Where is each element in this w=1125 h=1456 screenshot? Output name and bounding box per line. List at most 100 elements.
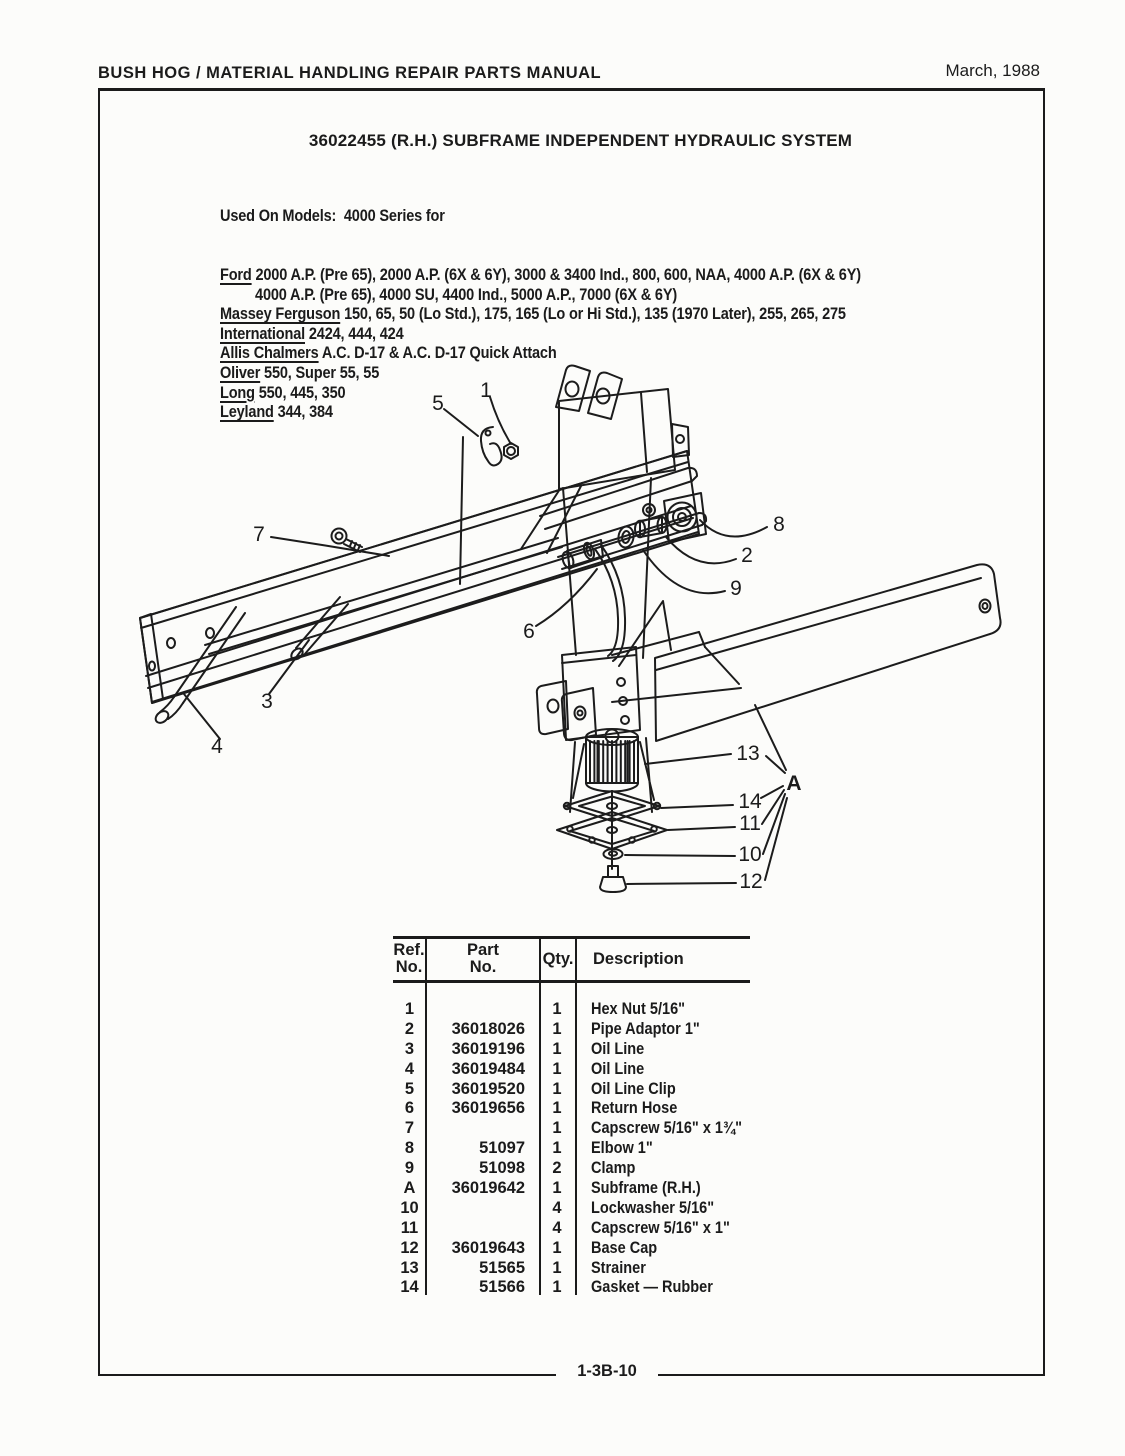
- callout-A: A: [786, 772, 801, 795]
- page-title: 36022455 (R.H.) SUBFRAME INDEPENDENT HYD…: [308, 131, 853, 150]
- cell-part: 51566: [479, 1278, 525, 1297]
- bracket-lug: [587, 371, 623, 420]
- table-col-rule: [539, 937, 541, 1295]
- cell-part: 51097: [479, 1139, 525, 1158]
- model-brand: Long: [220, 382, 255, 402]
- callout-8: 8: [773, 513, 785, 536]
- callout-7: 7: [253, 523, 265, 546]
- cell-ref: 2: [404, 1019, 415, 1038]
- cell-part: 36019643: [451, 1238, 525, 1257]
- table-row: 11 4 Capscrew 5/16" x 1": [393, 1219, 750, 1239]
- cell-qty: 1: [552, 1238, 562, 1257]
- table-header-rule: [393, 980, 750, 983]
- cell-qty: 4: [552, 1198, 562, 1217]
- col-header-ref: Ref.No.: [393, 941, 425, 976]
- cell-desc: Elbow 1": [591, 1139, 653, 1158]
- cell-ref: 14: [400, 1278, 419, 1297]
- cell-ref: 1: [404, 1000, 415, 1018]
- cell-ref: 8: [404, 1139, 415, 1158]
- cell-qty: 1: [552, 1119, 562, 1138]
- gusset: [618, 600, 672, 667]
- cell-ref: 11: [400, 1218, 419, 1237]
- hex-nut-part: [503, 442, 519, 460]
- callout-9: 9: [730, 577, 742, 600]
- col-header-qty: Qty.: [542, 950, 574, 968]
- table-row: 8 51097 1 Elbow 1": [393, 1139, 750, 1159]
- cell-part: 36019520: [451, 1079, 525, 1098]
- models-list: Used On Models: 4000 Series for Ford 200…: [220, 167, 1041, 461]
- model-line: Long 550, 445, 350: [220, 382, 346, 402]
- small-bolt: [642, 503, 656, 517]
- cell-desc: Gasket — Rubber: [591, 1278, 713, 1297]
- cell-part: 36019484: [451, 1059, 525, 1078]
- cell-part: 36019656: [451, 1099, 525, 1118]
- model-brand: Oliver: [220, 362, 261, 382]
- callout-4: 4: [211, 735, 223, 758]
- model-lines: Ford 2000 A.P. (Pre 65), 2000 A.P. (6X &…: [220, 265, 1041, 422]
- fittings: [617, 492, 707, 549]
- cell-ref: 9: [404, 1159, 415, 1178]
- cell-qty: 1: [552, 1278, 562, 1297]
- cell-ref: 12: [400, 1238, 419, 1257]
- cell-desc: Oil Line: [591, 1039, 645, 1058]
- model-brand: Ford: [220, 264, 252, 284]
- cell-ref: 5: [404, 1079, 415, 1098]
- channel-beam: [139, 450, 700, 704]
- table-top-rule: [393, 936, 750, 939]
- callout-10: 10: [738, 843, 761, 866]
- cell-ref: 10: [400, 1198, 419, 1217]
- callout-1: 1: [480, 379, 492, 402]
- clamp-part: [582, 541, 596, 561]
- cell-desc: Return Hose: [591, 1099, 678, 1118]
- model-brand: Allis Chalmers: [220, 343, 319, 363]
- cell-ref: A: [403, 1179, 416, 1198]
- cell-desc: Lockwasher 5/16": [591, 1198, 715, 1217]
- cell-qty: 1: [552, 1000, 562, 1018]
- cell-qty: 1: [552, 1139, 562, 1158]
- capscrew12-part: [599, 865, 627, 893]
- cell-part: 51098: [479, 1159, 525, 1178]
- callout-5: 5: [432, 392, 444, 415]
- capscrew-part: [330, 527, 348, 545]
- callout-14: 14: [738, 790, 762, 813]
- model-brand: International: [220, 323, 306, 343]
- mount-plate: [535, 646, 641, 742]
- cell-desc: Capscrew 5/16" x 1": [591, 1218, 730, 1237]
- cell-ref: 7: [404, 1119, 415, 1138]
- cell-qty: 1: [552, 1079, 562, 1098]
- cell-desc: Capscrew 5/16" x 1¾": [591, 1119, 743, 1138]
- leader-lines: [183, 396, 788, 885]
- oil-line-clip-part: [479, 426, 503, 467]
- gasket-part: [562, 790, 662, 822]
- table-row: 7 1 Capscrew 5/16" x 1¾": [393, 1119, 750, 1139]
- cell-qty: 1: [552, 1099, 562, 1118]
- loose-hardware: [330, 426, 519, 585]
- lockwasher-part: [602, 848, 624, 860]
- cell-part: 36019642: [451, 1179, 525, 1198]
- cell-desc: Pipe Adaptor 1": [591, 1019, 700, 1038]
- cell-part: 36019196: [451, 1039, 525, 1058]
- table-col-rule: [575, 937, 577, 1295]
- callout-11: 11: [739, 812, 761, 835]
- plate-lug: [560, 687, 597, 742]
- model-line: Oliver 550, Super 55, 55: [220, 362, 380, 382]
- strainer-stack: [556, 728, 668, 893]
- table-row: 10 4 Lockwasher 5/16": [393, 1199, 750, 1219]
- subframe-flange: [539, 466, 708, 570]
- table-col-rule: [425, 937, 427, 1295]
- right-beam: [654, 563, 1002, 742]
- model-line: Allis Chalmers A.C. D-17 & A.C. D-17 Qui…: [220, 343, 557, 363]
- cell-qty: 1: [552, 1059, 562, 1078]
- model-line: Massey Ferguson 150, 65, 50 (Lo Std.), 1…: [220, 304, 846, 324]
- cell-qty: 4: [552, 1218, 562, 1237]
- cell-desc: Subframe (R.H.): [591, 1179, 701, 1198]
